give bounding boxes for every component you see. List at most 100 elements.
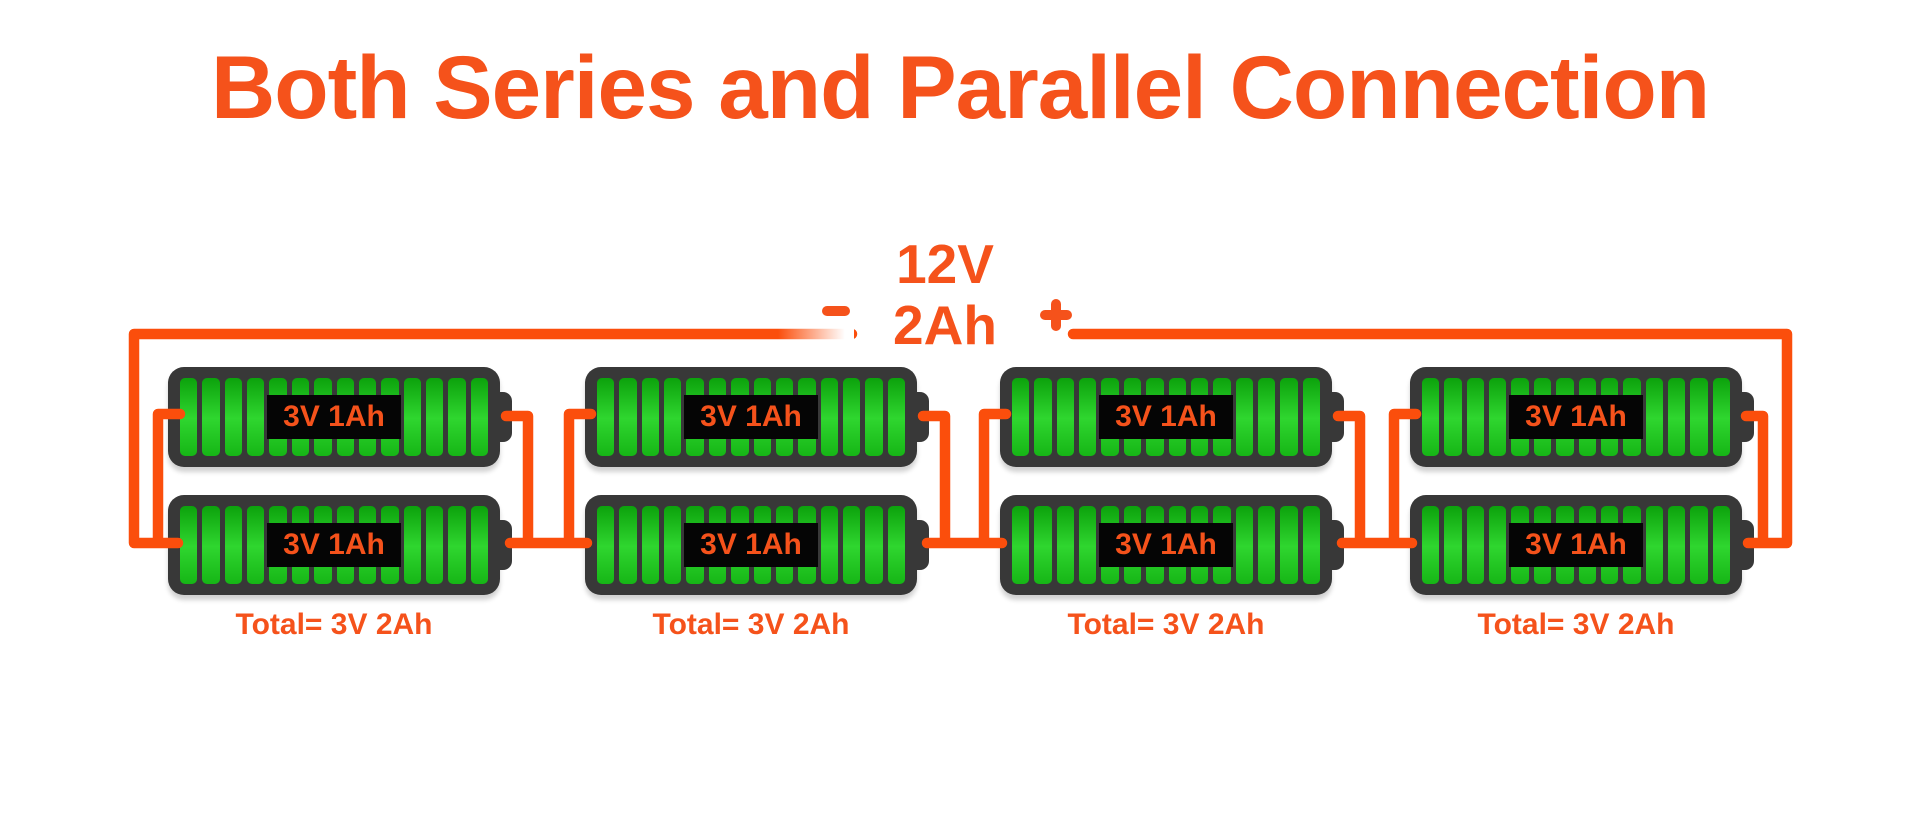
- charge-bar: [403, 378, 421, 456]
- battery: 3V 1Ah: [1000, 495, 1344, 595]
- charge-bar: [1466, 506, 1485, 584]
- wire-negative-bus: [128, 328, 858, 549]
- wire-junction3-left-drop: [1332, 410, 1366, 544]
- charge-bar: [1712, 506, 1731, 584]
- charge-bar: [820, 378, 838, 456]
- charge-bar: [1257, 378, 1276, 456]
- wire-junction2-left-drop: [917, 410, 951, 544]
- charge-bar: [425, 506, 444, 584]
- charge-bar: [1444, 378, 1462, 456]
- charge-bar: [180, 378, 198, 456]
- charge-bar: [1489, 378, 1507, 456]
- battery-rating-label: 3V 1Ah: [684, 523, 818, 567]
- charge-bar: [641, 378, 660, 456]
- charge-bar: [1280, 506, 1298, 584]
- group-total-label: Total= 3V 2Ah: [1067, 608, 1265, 641]
- charge-bar: [887, 506, 906, 584]
- charge-bar: [403, 506, 421, 584]
- charge-bar: [842, 506, 861, 584]
- charge-bar: [1444, 506, 1462, 584]
- wire-fade-overlay: [778, 325, 854, 343]
- battery: 3V 1Ah: [585, 367, 929, 467]
- battery-rating-label: 3V 1Ah: [267, 523, 401, 567]
- battery-rating-label: 3V 1Ah: [684, 395, 818, 439]
- charge-bar: [1056, 506, 1075, 584]
- charge-bar: [1280, 378, 1298, 456]
- charge-bar: [1012, 506, 1030, 584]
- charge-bar: [1422, 506, 1440, 584]
- battery: 3V 1Ah: [1410, 367, 1754, 467]
- charge-bar: [1489, 506, 1507, 584]
- charge-bar: [1034, 378, 1052, 456]
- battery: 3V 1Ah: [585, 495, 929, 595]
- charge-bar: [1690, 378, 1708, 456]
- battery-terminal-nub: [498, 520, 512, 570]
- charge-bar: [1079, 378, 1097, 456]
- charge-bar: [1257, 506, 1276, 584]
- charge-bar: [664, 378, 682, 456]
- output-capacity-label: 2Ah: [893, 294, 997, 356]
- charge-bar: [597, 506, 615, 584]
- charge-bar: [842, 378, 861, 456]
- charge-bar: [1645, 506, 1663, 584]
- wire-positive-bus: [1067, 328, 1793, 549]
- group-total-label: Total= 3V 2Ah: [235, 608, 433, 641]
- charge-bar: [470, 506, 489, 584]
- negative-terminal-symbol: [822, 306, 850, 316]
- charge-bar: [425, 378, 444, 456]
- group-total-label: Total= 3V 2Ah: [652, 608, 850, 641]
- charge-bar: [448, 378, 466, 456]
- group-total-label: Total= 3V 2Ah: [1477, 608, 1675, 641]
- battery: 3V 1Ah: [1410, 495, 1754, 595]
- battery-terminal-nub: [915, 520, 929, 570]
- charge-bar: [1466, 378, 1485, 456]
- charge-bar: [1034, 506, 1052, 584]
- charge-bar: [1667, 378, 1686, 456]
- diagram-title: Both Series and Parallel Connection: [210, 37, 1710, 137]
- battery: 3V 1Ah: [168, 495, 512, 595]
- wire-junction2-right-drop: [978, 408, 1012, 544]
- charge-bar: [202, 506, 220, 584]
- charge-bar: [1667, 506, 1686, 584]
- pack-output-rating: 12V 2Ah: [893, 234, 997, 356]
- battery-rating-label: 3V 1Ah: [1509, 395, 1643, 439]
- battery-rating-label: 3V 1Ah: [267, 395, 401, 439]
- positive-terminal-symbol: [1040, 299, 1072, 331]
- charge-bar: [1302, 506, 1321, 584]
- charge-bar: [887, 378, 906, 456]
- charge-bar: [1302, 378, 1321, 456]
- charge-bar: [247, 378, 265, 456]
- charge-bar: [641, 506, 660, 584]
- charge-bar: [1235, 378, 1253, 456]
- charge-bar: [1056, 378, 1075, 456]
- charge-bar: [619, 506, 637, 584]
- charge-bar: [865, 378, 883, 456]
- charge-bar: [1645, 378, 1663, 456]
- charge-bar: [224, 378, 243, 456]
- charge-bar: [448, 506, 466, 584]
- charge-bar: [470, 378, 489, 456]
- charge-bar: [224, 506, 243, 584]
- charge-bar: [1690, 506, 1708, 584]
- charge-bar: [1235, 506, 1253, 584]
- wire-junction1-left-drop: [500, 410, 534, 544]
- charge-bar: [1712, 378, 1731, 456]
- output-voltage-label: 12V: [896, 233, 994, 295]
- charge-bar: [664, 506, 682, 584]
- wire-group1-top-left-stub: [152, 408, 186, 546]
- wire-junction1-right-drop: [563, 408, 597, 544]
- charge-bar: [865, 506, 883, 584]
- charge-bar: [820, 506, 838, 584]
- wire-group4-top-right-stub: [1740, 410, 1769, 546]
- charge-bar: [1422, 378, 1440, 456]
- charge-bar: [597, 378, 615, 456]
- battery-terminal-nub: [1330, 520, 1344, 570]
- battery: 3V 1Ah: [1000, 367, 1344, 467]
- battery-rating-label: 3V 1Ah: [1099, 395, 1233, 439]
- charge-bar: [1012, 378, 1030, 456]
- battery-rating-label: 3V 1Ah: [1099, 523, 1233, 567]
- charge-bar: [180, 506, 198, 584]
- charge-bar: [247, 506, 265, 584]
